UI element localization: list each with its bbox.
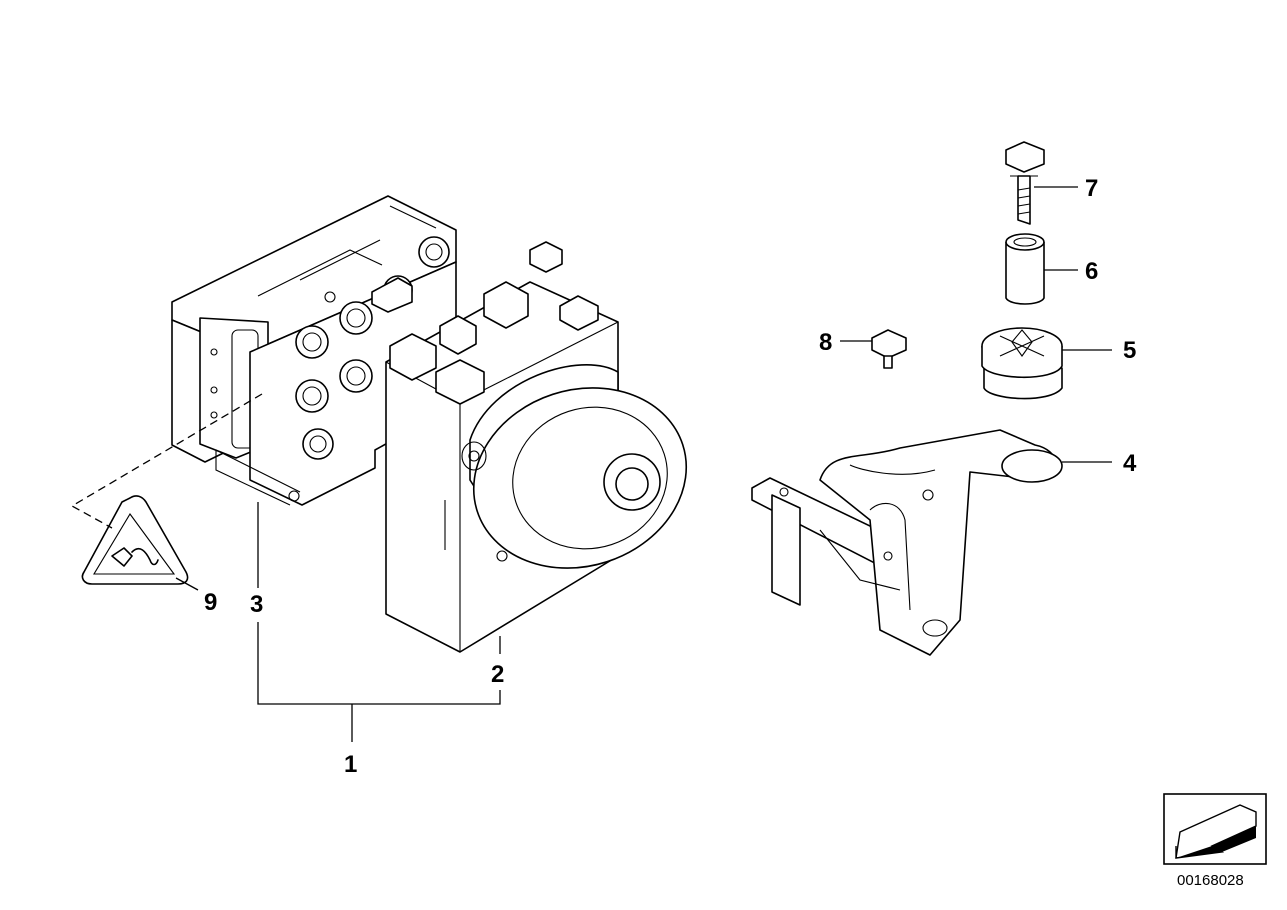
callout-6: 6 — [1085, 258, 1098, 285]
callout-5: 5 — [1123, 337, 1136, 364]
navigation-arrow-icon[interactable] — [1163, 793, 1267, 865]
callout-7: 7 — [1085, 175, 1098, 202]
callout-1: 1 — [344, 751, 357, 778]
hydraulic-unit-drawing — [385, 241, 688, 653]
callout-4: 4 — [1123, 450, 1137, 477]
bushing-drawing — [1005, 233, 1045, 305]
bolt-drawing — [1005, 141, 1045, 225]
warning-triangle-icon — [81, 495, 189, 585]
callout-9: 9 — [204, 589, 217, 616]
leader-lines — [70, 186, 1112, 742]
bracket-drawing — [751, 429, 1063, 656]
callout-2: 2 — [491, 661, 504, 688]
control-unit-drawing — [171, 195, 457, 506]
callout-3: 3 — [250, 591, 263, 618]
document-number: 00168028 — [1177, 872, 1244, 889]
rubber-mount-drawing — [981, 327, 1063, 400]
callout-8: 8 — [819, 329, 832, 356]
screw-drawing — [871, 329, 907, 369]
hex-plugs — [389, 241, 599, 405]
